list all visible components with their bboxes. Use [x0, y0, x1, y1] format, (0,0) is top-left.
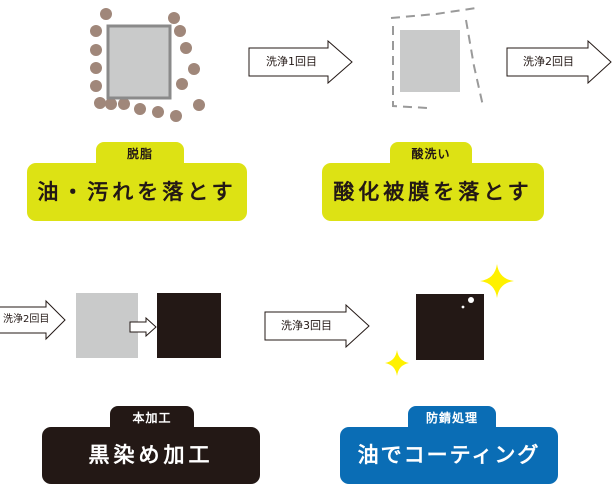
metal-part-before — [76, 293, 138, 358]
shine-dot-small — [461, 305, 465, 309]
wash-2-label-left: 洗浄2回目 — [3, 314, 50, 325]
wash-2-arrow-top — [506, 39, 612, 85]
coated-part-illustration — [385, 264, 514, 376]
wash-2-arrow-left — [0, 299, 66, 341]
wash-1-arrow — [248, 39, 353, 85]
wash-2-label-top: 洗浄2回目 — [523, 55, 574, 68]
sparkle-icon-small — [385, 350, 409, 376]
wash-3-label: 洗浄3回目 — [281, 319, 332, 332]
wash-1-label: 洗浄1回目 — [266, 55, 317, 68]
oxide-film-top — [390, 7, 477, 19]
degrease-badge: 油・汚れを落とす — [27, 163, 247, 221]
shine-dot-large — [468, 297, 474, 303]
oxide-film-left — [392, 26, 429, 109]
wash-3-arrow — [264, 303, 370, 349]
oxide-film-right — [465, 19, 484, 107]
metal-part — [106, 24, 172, 100]
pickling-badge: 酸化被膜を落とす — [322, 163, 544, 221]
sparkle-icon-large — [480, 264, 514, 298]
blackened-part — [416, 294, 484, 360]
blackening-small-arrow — [129, 316, 157, 338]
metal-part — [400, 30, 460, 92]
blackening-badge: 黒染め加工 — [42, 427, 260, 484]
dirt-particles — [90, 8, 205, 122]
rustproof-badge: 油でコーティング — [340, 427, 558, 484]
oxidized-part-illustration — [390, 7, 484, 109]
dirty-part-illustration — [90, 8, 205, 122]
blackened-part — [157, 293, 221, 358]
